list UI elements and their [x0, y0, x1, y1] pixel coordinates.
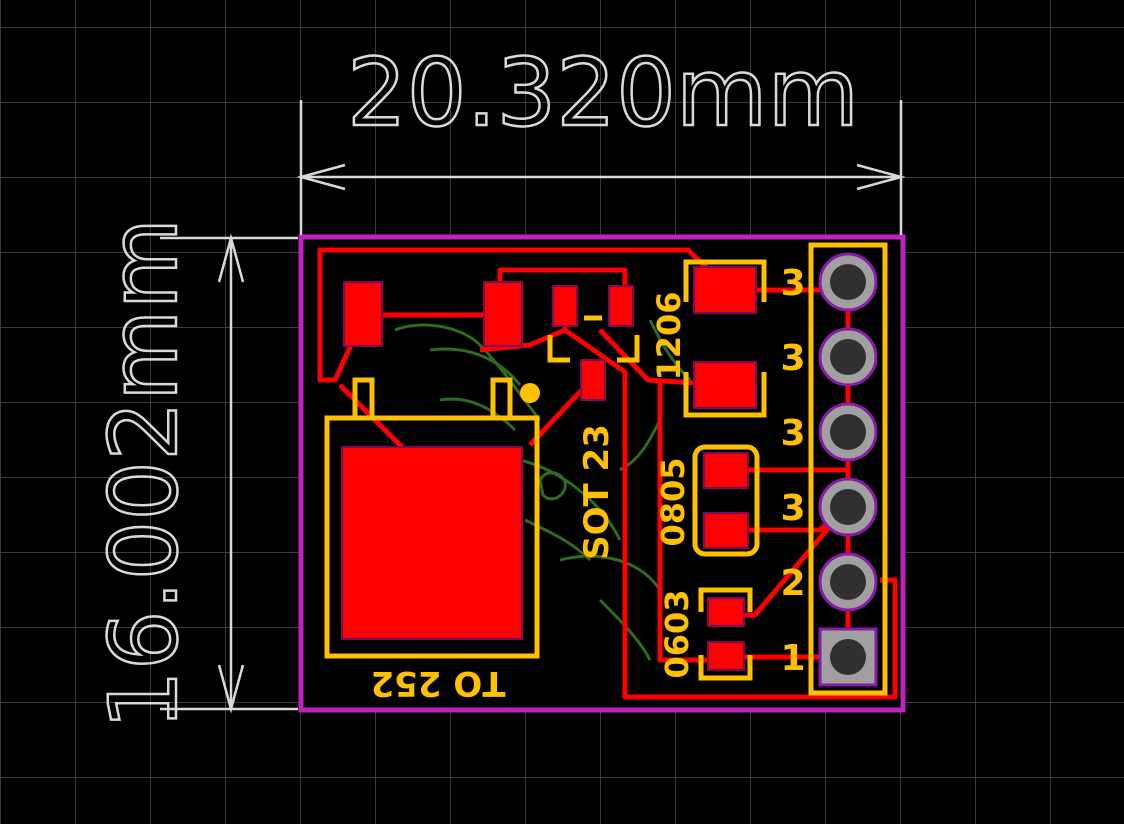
header-pin-label-5: 2	[780, 563, 805, 604]
r0603-outline	[698, 587, 753, 681]
pad-sot23-1	[552, 285, 578, 327]
label-0603: 0603	[658, 589, 696, 678]
header-pin-6	[818, 627, 878, 687]
label-sot23: SOT 23	[577, 424, 617, 560]
silkscreen-text: TO 252 SOT 23 1206 0805 0603	[371, 291, 696, 703]
r0805-outline	[692, 444, 760, 557]
header-pin-2	[818, 327, 878, 387]
dimension-width-label: 20.320mm	[347, 39, 859, 148]
dimension-lines	[160, 100, 906, 714]
label-1206: 1206	[650, 291, 688, 380]
header-outline	[808, 242, 888, 696]
copper-pads	[341, 266, 757, 671]
pad-to252-left	[343, 281, 383, 347]
pad-to252-tab	[341, 446, 523, 640]
pad-0603-bottom	[707, 641, 745, 671]
pad-1206-top	[693, 266, 757, 314]
board-artwork	[394, 319, 692, 661]
header-pin-label-6: 1	[780, 638, 805, 679]
to252-outline	[324, 415, 540, 659]
silkscreen-outlines	[324, 242, 888, 696]
dimension-height-label: 16.002mm	[90, 218, 199, 730]
header-pins	[818, 252, 878, 687]
sot23-outline	[547, 335, 640, 363]
pin-labels: 3 3 3 3 2 1	[780, 263, 805, 679]
header-pin-1	[818, 252, 878, 312]
header-pin-label-3: 3	[780, 413, 805, 454]
sot23-pin1-dot	[520, 383, 540, 403]
pad-to252-right	[483, 281, 523, 347]
pad-0805-top	[703, 452, 749, 489]
label-0805: 0805	[654, 457, 692, 546]
label-to252: TO 252	[371, 663, 506, 703]
header-pin-label-1: 3	[780, 263, 805, 304]
header-pin-3	[818, 402, 878, 462]
r1206-outline	[683, 259, 767, 418]
pad-sot23-2	[608, 285, 634, 327]
header-pin-label-2: 3	[780, 338, 805, 379]
header-pin-5	[818, 552, 878, 612]
pad-1206-bottom	[693, 361, 757, 409]
pad-0603-top	[707, 597, 745, 627]
header-pin-label-4: 3	[780, 488, 805, 529]
pad-0805-bottom	[703, 512, 749, 549]
header-pin-4	[818, 477, 878, 537]
pad-sot23-3	[580, 359, 606, 401]
